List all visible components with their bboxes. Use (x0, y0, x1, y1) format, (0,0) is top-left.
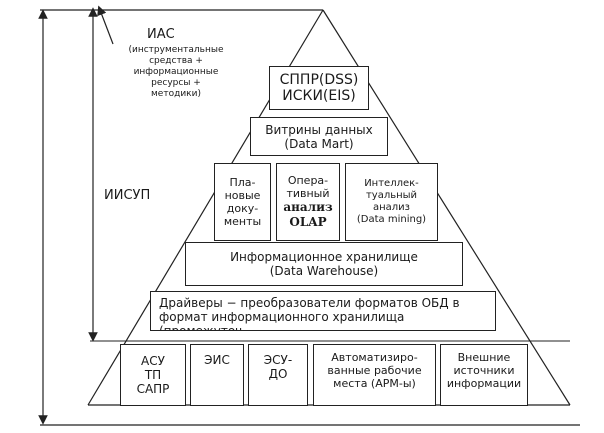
drivers-text: Драйверы − преобразователи форматов ОБД … (159, 296, 460, 331)
eis-box: ЭИС (190, 344, 244, 406)
external-sources-text: Внешние источники информации (446, 351, 522, 390)
drivers-box: Драйверы − преобразователи форматов ОБД … (150, 291, 496, 331)
ias-note: (инструментальные средства + информацион… (128, 45, 224, 99)
olap-prefix: Опера- тивный (286, 174, 330, 200)
olap-box: Опера- тивный анализ OLAP (276, 163, 340, 241)
arm-text: Автоматизиро- ванные рабочие места (АРМ-… (327, 351, 422, 390)
ias-arrow (97, 5, 114, 45)
data-warehouse-box: Информационное хранилище (Data Warehouse… (185, 242, 463, 286)
olap-bold: анализ OLAP (283, 200, 333, 229)
arm-box: Автоматизиро- ванные рабочие места (АРМ-… (313, 344, 436, 406)
plan-documents-box: Пла- новые доку- менты (214, 163, 271, 241)
data-mining-box: Интеллек- туальный анализ (Data mining) (345, 163, 438, 241)
ias-title: ИАС (147, 27, 175, 42)
esu-do-box: ЭСУ- ДО (248, 344, 308, 406)
dss-eis-box: СППР(DSS) ИСКИ(EIS) (269, 66, 369, 110)
esu-do-text: ЭСУ- ДО (263, 353, 293, 381)
eis-text: ЭИС (204, 353, 230, 367)
external-sources-box: Внешние источники информации (440, 344, 528, 406)
data-mart-box: Витрины данных (Data Mart) (250, 117, 388, 156)
iisup-label: ИИСУП (104, 188, 151, 203)
asu-tp-sapr-box: АСУ ТП САПР (120, 344, 186, 406)
